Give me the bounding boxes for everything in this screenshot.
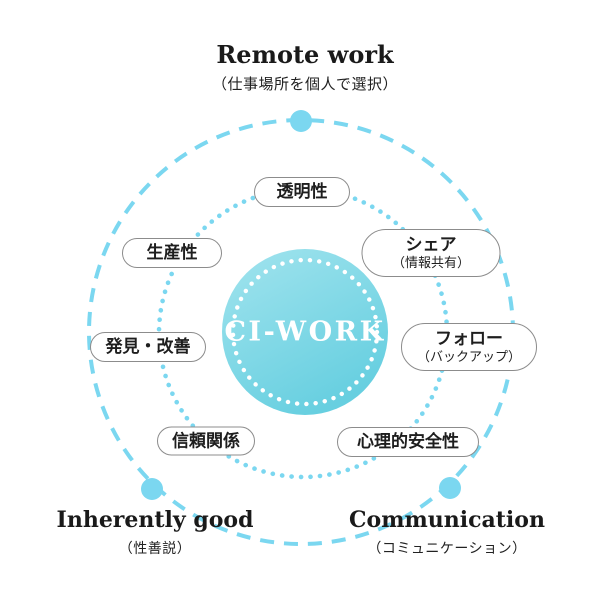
node-dot-top	[290, 110, 312, 132]
pill-discovery-improvement-label: 発見・改善	[105, 337, 191, 356]
center-dotted-ring	[230, 257, 380, 407]
center-circle	[222, 249, 388, 415]
pill-share-sublabel: （情報共有）	[391, 255, 470, 270]
outer-label-communication: Communication （コミュニケーション）	[349, 506, 545, 558]
outer-label-remote-work: Remote work （仕事場所を個人で選択）	[212, 40, 398, 96]
center-label: CI-WORK	[224, 316, 386, 348]
pill-productivity: 生産性	[122, 238, 222, 268]
pill-psychological-safety-label: 心理的安全性	[357, 432, 459, 451]
pill-follow-label: フォロー	[435, 329, 503, 348]
remote-work-subtitle: （仕事場所を個人で選択）	[211, 76, 399, 93]
inherently-good-subtitle: （性善説）	[118, 540, 192, 556]
pill-transparency-label: 透明性	[276, 182, 328, 201]
pill-follow: フォロー （バックアップ）	[401, 323, 537, 371]
pill-follow-sublabel: （バックアップ）	[416, 349, 521, 364]
node-dot-bottom-right	[439, 477, 461, 499]
pill-trust-label: 信頼関係	[172, 431, 240, 450]
outer-label-inherently-good: Inherently good （性善説）	[57, 506, 254, 558]
pill-share-label: シェア	[405, 235, 457, 254]
pill-transparency: 透明性	[254, 177, 350, 207]
pill-trust: 信頼関係	[157, 426, 255, 456]
pill-share: シェア （情報共有）	[361, 229, 501, 277]
pill-psychological-safety: 心理的安全性	[337, 427, 479, 457]
pill-discovery-improvement: 発見・改善	[90, 332, 206, 362]
node-dot-bottom-left	[141, 478, 163, 500]
remote-work-title: Remote work	[216, 40, 394, 69]
pill-productivity-label: 生産性	[146, 243, 198, 262]
inherently-good-title: Inherently good	[56, 507, 254, 533]
communication-subtitle: （コミュニケーション）	[367, 540, 527, 556]
communication-title: Communication	[349, 507, 545, 533]
